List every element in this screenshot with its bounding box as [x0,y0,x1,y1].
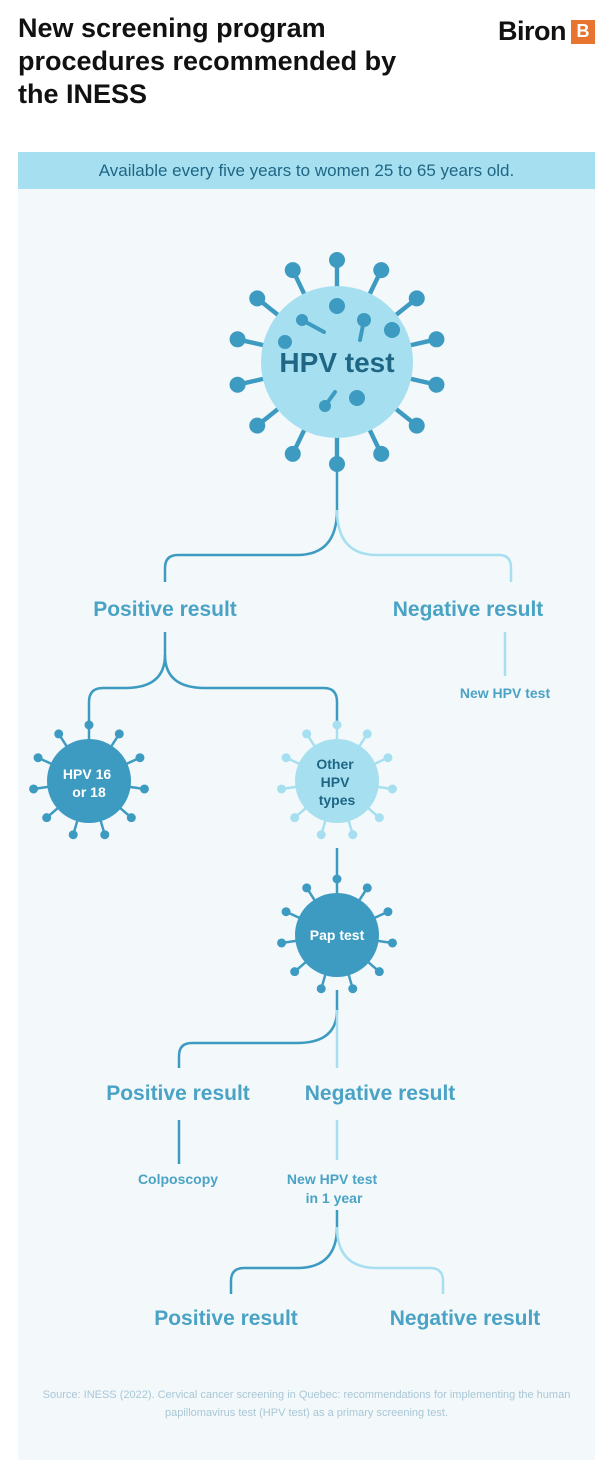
virus-spike-knob [281,753,291,763]
virus-spike-knob [249,417,266,434]
virus-spike-knob [302,883,312,893]
negative-result-3: Negative result [390,1307,541,1330]
biron-logo: Biron B [498,16,595,47]
hpv16-18-line: or 18 [72,784,106,800]
virus-spike-knob [135,753,145,763]
virus-spike-knob [284,262,301,279]
virus-spike-knob [249,290,266,307]
connector-1yr-negative [335,1226,445,1294]
virus-dot [329,298,345,314]
hpv-test-label: HPV test [279,347,394,378]
virus-spike-knob [33,753,43,763]
virus-spike-knob [408,290,425,307]
connector-1yr-positive [229,1210,339,1294]
positive-result-3: Positive result [154,1307,298,1330]
virus-spike-knob [373,445,390,462]
logo-text: Biron [498,16,567,46]
virus-spike-knob [329,252,345,268]
connector-positive-hpv1618 [87,632,167,722]
virus-spike-knob [290,967,300,977]
virus-spike-knob [329,456,345,472]
virus-spike-knob [428,331,445,348]
negative-result-2: Negative result [305,1082,456,1105]
connector-hpv-positive [163,468,339,582]
virus-spike-knob [428,376,445,393]
connector-positive-other [163,654,339,722]
new-hpv-test-1yr-line: in 1 year [306,1190,363,1206]
other-hpv-virus-icon [277,720,397,840]
virus-spike-knob [229,331,246,348]
virus-spike-knob [348,984,358,994]
pap-test-virus-icon [277,874,397,994]
virus-spike-knob [277,784,287,794]
virus-spike-knob [29,784,39,794]
virus-spike-knob [316,830,326,840]
virus-spike-knob [383,753,393,763]
virus-body [47,739,131,823]
hpv16-18-line: HPV 16 [63,766,111,782]
virus-spike-knob [139,784,149,794]
virus-dot [349,390,365,406]
virus-spike-knob [362,883,372,893]
positive-result-2: Positive result [106,1082,250,1105]
virus-spike-knob [277,938,287,948]
virus-spike-knob [84,720,94,730]
virus-spike-knob [284,445,301,462]
logo-mark-icon: B [571,19,595,44]
colposcopy-label: Colposcopy [138,1171,218,1187]
connector-pap-positive [177,990,339,1068]
virus-dot [278,335,292,349]
page-title: New screening program procedures recomme… [18,13,397,109]
virus-spike-knob [290,813,300,823]
virus-dot [319,400,331,412]
virus-dot [357,313,371,327]
positive-result-1: Positive result [93,598,237,621]
hpv-test-virus-icon [229,252,445,472]
other-hpv-label: Other HPV types [316,756,357,808]
other-hpv-line: types [319,792,356,808]
virus-spike-knob [229,376,246,393]
virus-spike-knob [408,417,425,434]
hpv16-18-label: HPV 16 or 18 [63,766,115,800]
connector-hpv-negative [335,509,513,582]
virus-spike-knob [100,830,110,840]
virus-dot [296,314,308,326]
virus-body [295,893,379,977]
source-note: Source: INESS (2022). Cervical cancer sc… [42,1389,571,1419]
other-hpv-line: Other [316,756,354,772]
virus-spike-knob [362,729,372,739]
virus-spike-knob [383,907,393,917]
virus-spike-knob [302,729,312,739]
virus-spike-knob [387,784,397,794]
virus-body [295,739,379,823]
virus-spike-knob [281,907,291,917]
hpv16-18-virus-icon [29,720,149,840]
virus-spike-knob [374,967,384,977]
virus-spike-knob [374,813,384,823]
virus-spike-knob [54,729,64,739]
virus-spike-knob [332,720,342,730]
virus-spike-knob [332,874,342,884]
virus-spike-knob [68,830,78,840]
virus-spike-knob [114,729,124,739]
new-hpv-test-1yr-label: New HPV test in 1 year [287,1171,381,1206]
virus-spike-knob [126,813,136,823]
virus-spike-knob [316,984,326,994]
pap-test-label: Pap test [310,927,365,943]
negative-result-1: Negative result [393,598,544,621]
eligibility-banner: Available every five years to women 25 t… [18,152,595,189]
other-hpv-line: HPV [321,774,350,790]
virus-spike-knob [42,813,52,823]
virus-spike-knob [387,938,397,948]
virus-dot [384,322,400,338]
virus-spike-knob [373,262,390,279]
new-hpv-test-label: New HPV test [460,685,551,701]
new-hpv-test-1yr-line: New HPV test [287,1171,378,1187]
virus-spike-knob [348,830,358,840]
